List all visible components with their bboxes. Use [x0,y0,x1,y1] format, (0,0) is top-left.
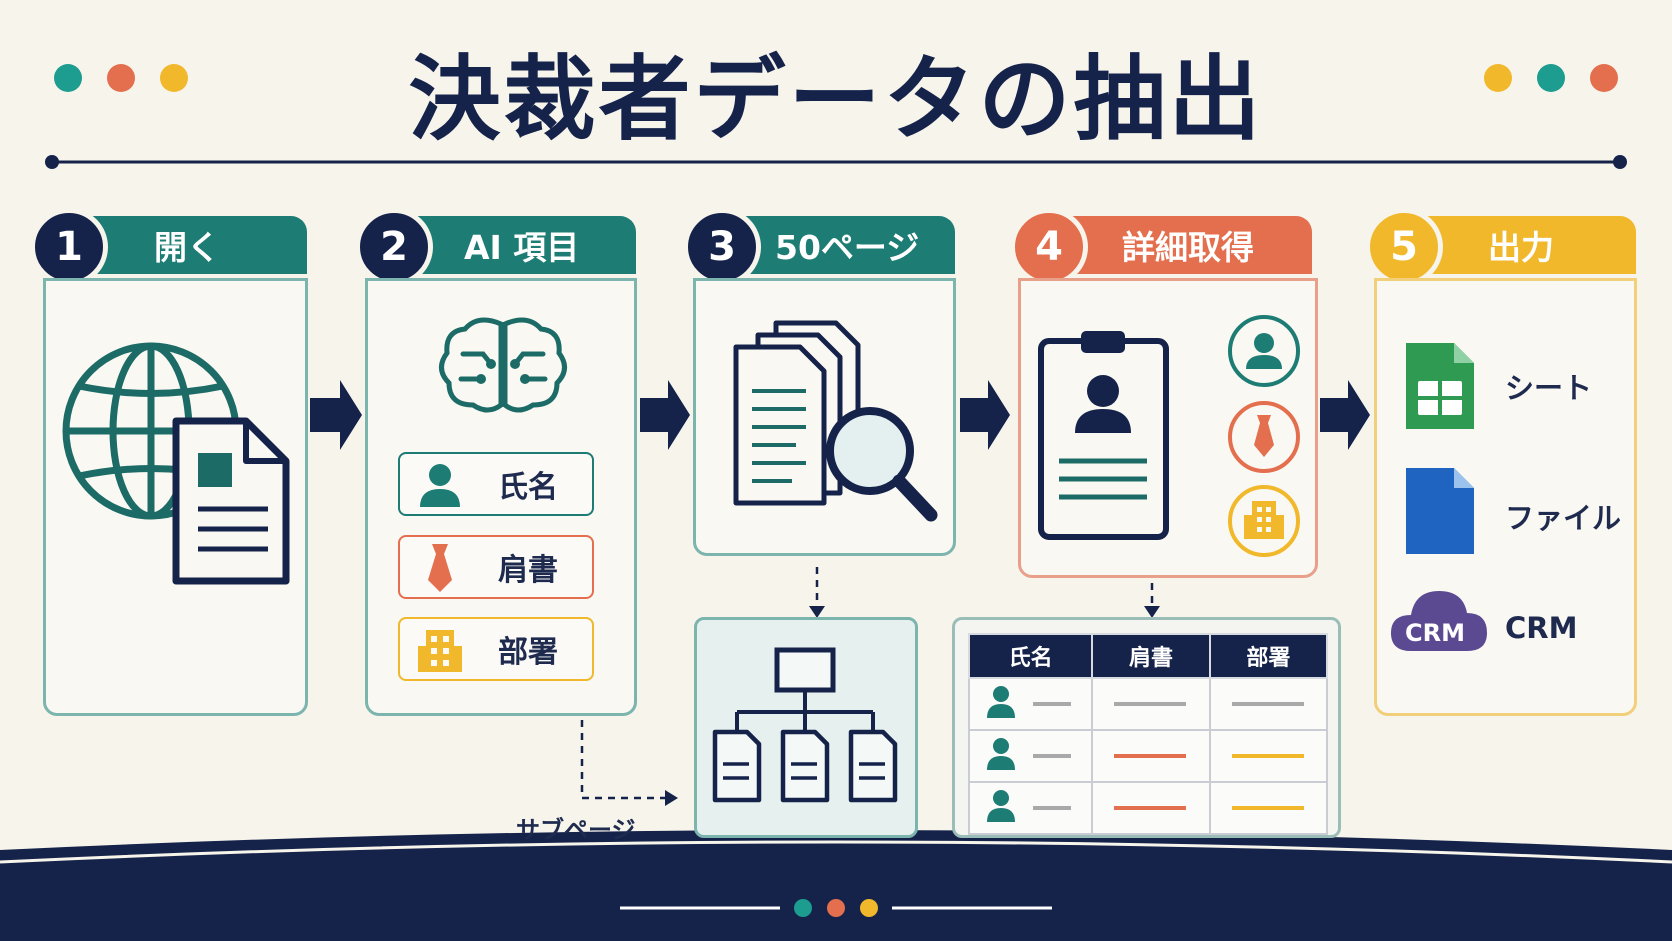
field-title-label: 肩書 [498,553,558,588]
table-row [967,729,1329,783]
step-4-card [1018,278,1318,578]
step-3-card [693,278,956,556]
decor-dot-orange [107,64,135,92]
step-2-number: 2 [355,208,433,286]
id-card-icon [1038,331,1169,540]
output-sheet-label: シート [1505,371,1593,405]
person-icon [987,790,1071,822]
placeholder-line [1114,702,1187,706]
step-5-label: 出力 [1488,228,1554,267]
necktie-icon [428,544,452,592]
subpage-label: サブページ [516,816,636,844]
person-circle-icon [1228,315,1300,387]
table-header-row: 氏名 肩書 部署 [967,633,1329,679]
decor-dot-yellow [160,64,188,92]
crm-badge-text: CRM [1405,619,1465,647]
spreadsheet-icon [1406,343,1474,429]
table-header-title: 肩書 [1091,633,1211,679]
decor-dot-orange [1590,64,1618,92]
file-icon [1406,468,1474,554]
field-name-label: 氏名 [498,470,558,505]
table-header-name: 氏名 [967,633,1094,679]
person-icon [987,738,1071,770]
placeholder-line [1231,754,1304,758]
step-2-tab: AI 項目 [418,216,636,274]
table-row [967,781,1329,835]
decor-dot-yellow [1484,64,1512,92]
table-header-department: 部署 [1208,633,1329,679]
step-4-tab: 詳細取得 [1070,216,1312,274]
step-1-tab: 開く [92,216,307,274]
step-5-number: 5 [1365,208,1443,286]
step-5-tab: 出力 [1420,216,1636,274]
crm-cloud-icon [1391,591,1487,651]
field-department: 部署 [398,617,594,681]
placeholder-line [1231,702,1304,706]
person-icon [987,686,1071,718]
field-department-label: 部署 [498,635,558,670]
sitemap-icon [712,647,898,803]
step-1-card [43,278,308,716]
step-4-label: 詳細取得 [1122,228,1254,267]
page-title: 決裁者データの抽出 [408,46,1264,153]
step-1-label: 開く [154,228,220,267]
output-file-label: ファイル [1505,501,1622,535]
field-title: 肩書 [398,535,594,599]
result-table-card: 氏名 肩書 部署 [952,617,1341,838]
ai-brain-icon [439,317,567,413]
step-2-label: AI 項目 [464,228,580,267]
decor-dot-teal [54,64,82,92]
step-3-label: 50ページ [775,228,920,267]
sitemap-card [694,617,918,838]
step-1-number: 1 [30,208,108,286]
output-crm-label: CRM [1505,611,1578,645]
result-table: 氏名 肩書 部署 [967,633,1329,835]
step-3-tab: 50ページ [745,216,955,274]
decor-dot-teal [1537,64,1565,92]
step-5-card: シート ファイル CRM CRM [1374,278,1637,716]
building-icon [418,630,462,672]
building-circle-icon [1228,485,1300,557]
placeholder-line [1114,754,1187,758]
documents-magnifier-icon [733,320,938,522]
step-4-number: 4 [1010,208,1088,286]
table-row [967,677,1329,731]
step-3-number: 3 [683,208,761,286]
field-name: 氏名 [398,452,594,516]
person-icon [420,464,460,507]
placeholder-line [1231,806,1304,810]
placeholder-line [1114,806,1187,810]
necktie-circle-icon [1228,401,1300,473]
globe-document-icon [62,342,290,585]
